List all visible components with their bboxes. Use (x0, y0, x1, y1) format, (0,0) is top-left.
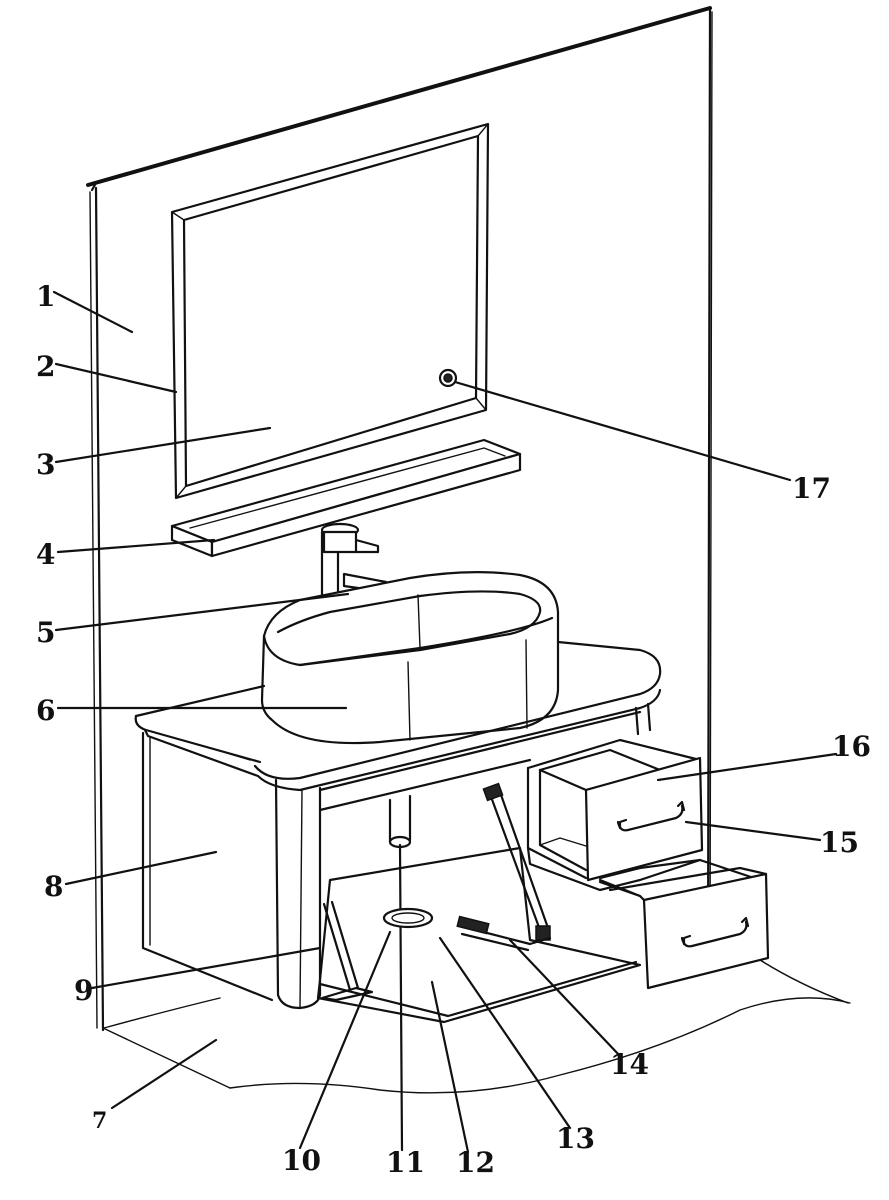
label-10: 10 (282, 1144, 321, 1177)
drain-pipe (388, 794, 412, 1152)
label-15: 15 (820, 826, 859, 859)
mirror (170, 122, 490, 500)
part-labels: 1 2 3 4 5 6 8 9 10 11 12 13 14 15 16 17 … (36, 280, 871, 1179)
basin (260, 571, 560, 745)
label-8: 8 (44, 870, 63, 903)
label-14: 14 (610, 1048, 649, 1081)
label-7: 7 (92, 1108, 107, 1134)
label-4: 4 (36, 538, 55, 571)
label-1: 1 (36, 280, 55, 313)
countertop (134, 640, 662, 792)
leader-lines (52, 290, 838, 1154)
label-6: 6 (36, 694, 55, 727)
label-13: 13 (556, 1122, 595, 1155)
cabinet-floor (316, 846, 642, 1024)
shelf (170, 438, 522, 558)
label-11: 11 (386, 1146, 425, 1179)
label-17: 17 (792, 472, 831, 505)
drawers (526, 738, 770, 990)
floor (102, 959, 851, 1094)
label-12: 12 (456, 1146, 495, 1179)
label-9: 9 (74, 974, 93, 1007)
label-2: 2 (36, 350, 55, 383)
label-3: 3 (36, 448, 55, 481)
support-rods (322, 782, 552, 992)
label-16: 16 (832, 730, 871, 763)
wall (86, 6, 713, 1032)
label-5: 5 (36, 616, 55, 649)
mirror-light-switch (438, 368, 458, 388)
